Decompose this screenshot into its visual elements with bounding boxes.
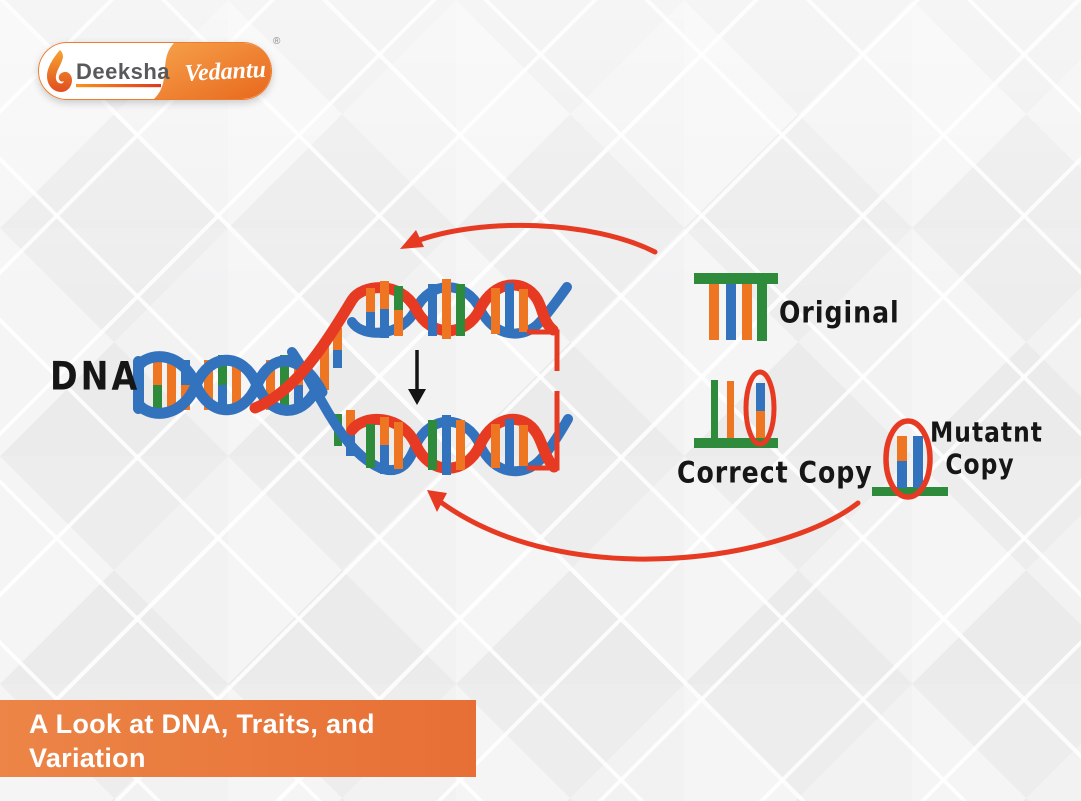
mutation-highlight-ellipse <box>883 418 933 500</box>
mutant-copy-label: Mutatnt Copy <box>930 417 1043 481</box>
feedback-arrow-bottom <box>427 490 861 562</box>
daughter-bottom-blue-strand <box>287 347 573 477</box>
copies-bracket <box>527 329 560 471</box>
feedback-arrow-top <box>400 222 658 255</box>
daughter-top-rungs <box>366 279 528 339</box>
brand-name-secondary: Vedantu <box>184 57 267 87</box>
title-banner: A Look at DNA, Traits, and Variation <box>0 700 476 777</box>
logo-orange-panel <box>154 43 271 99</box>
banner-title: A Look at DNA, Traits, and Variation <box>29 709 375 773</box>
daughter-bottom-rungs <box>366 415 528 475</box>
dna-label: DNA <box>50 353 141 400</box>
correct-copy-glyph <box>694 369 778 448</box>
mutant-copy-glyph <box>872 418 948 500</box>
brand-logo: Deeksha Vedantu <box>38 42 272 100</box>
original-strand-glyph <box>694 273 778 341</box>
replication-arrow-down <box>408 350 426 405</box>
mutant-copy-label-line1: Mutatnt <box>930 417 1043 449</box>
flame-icon <box>47 50 72 92</box>
mutant-copy-label-line2: Copy <box>945 449 1015 481</box>
brand-logo-graphic: Deeksha Vedantu <box>38 42 272 100</box>
brand-name-primary: Deeksha <box>76 59 170 84</box>
correct-base-highlight-ellipse <box>743 369 777 447</box>
original-label: Original <box>779 295 900 330</box>
brand-underline <box>76 84 161 88</box>
parent-helix <box>133 351 328 419</box>
registered-trademark: ® <box>273 36 281 47</box>
correct-copy-label: Correct Copy <box>677 455 873 490</box>
